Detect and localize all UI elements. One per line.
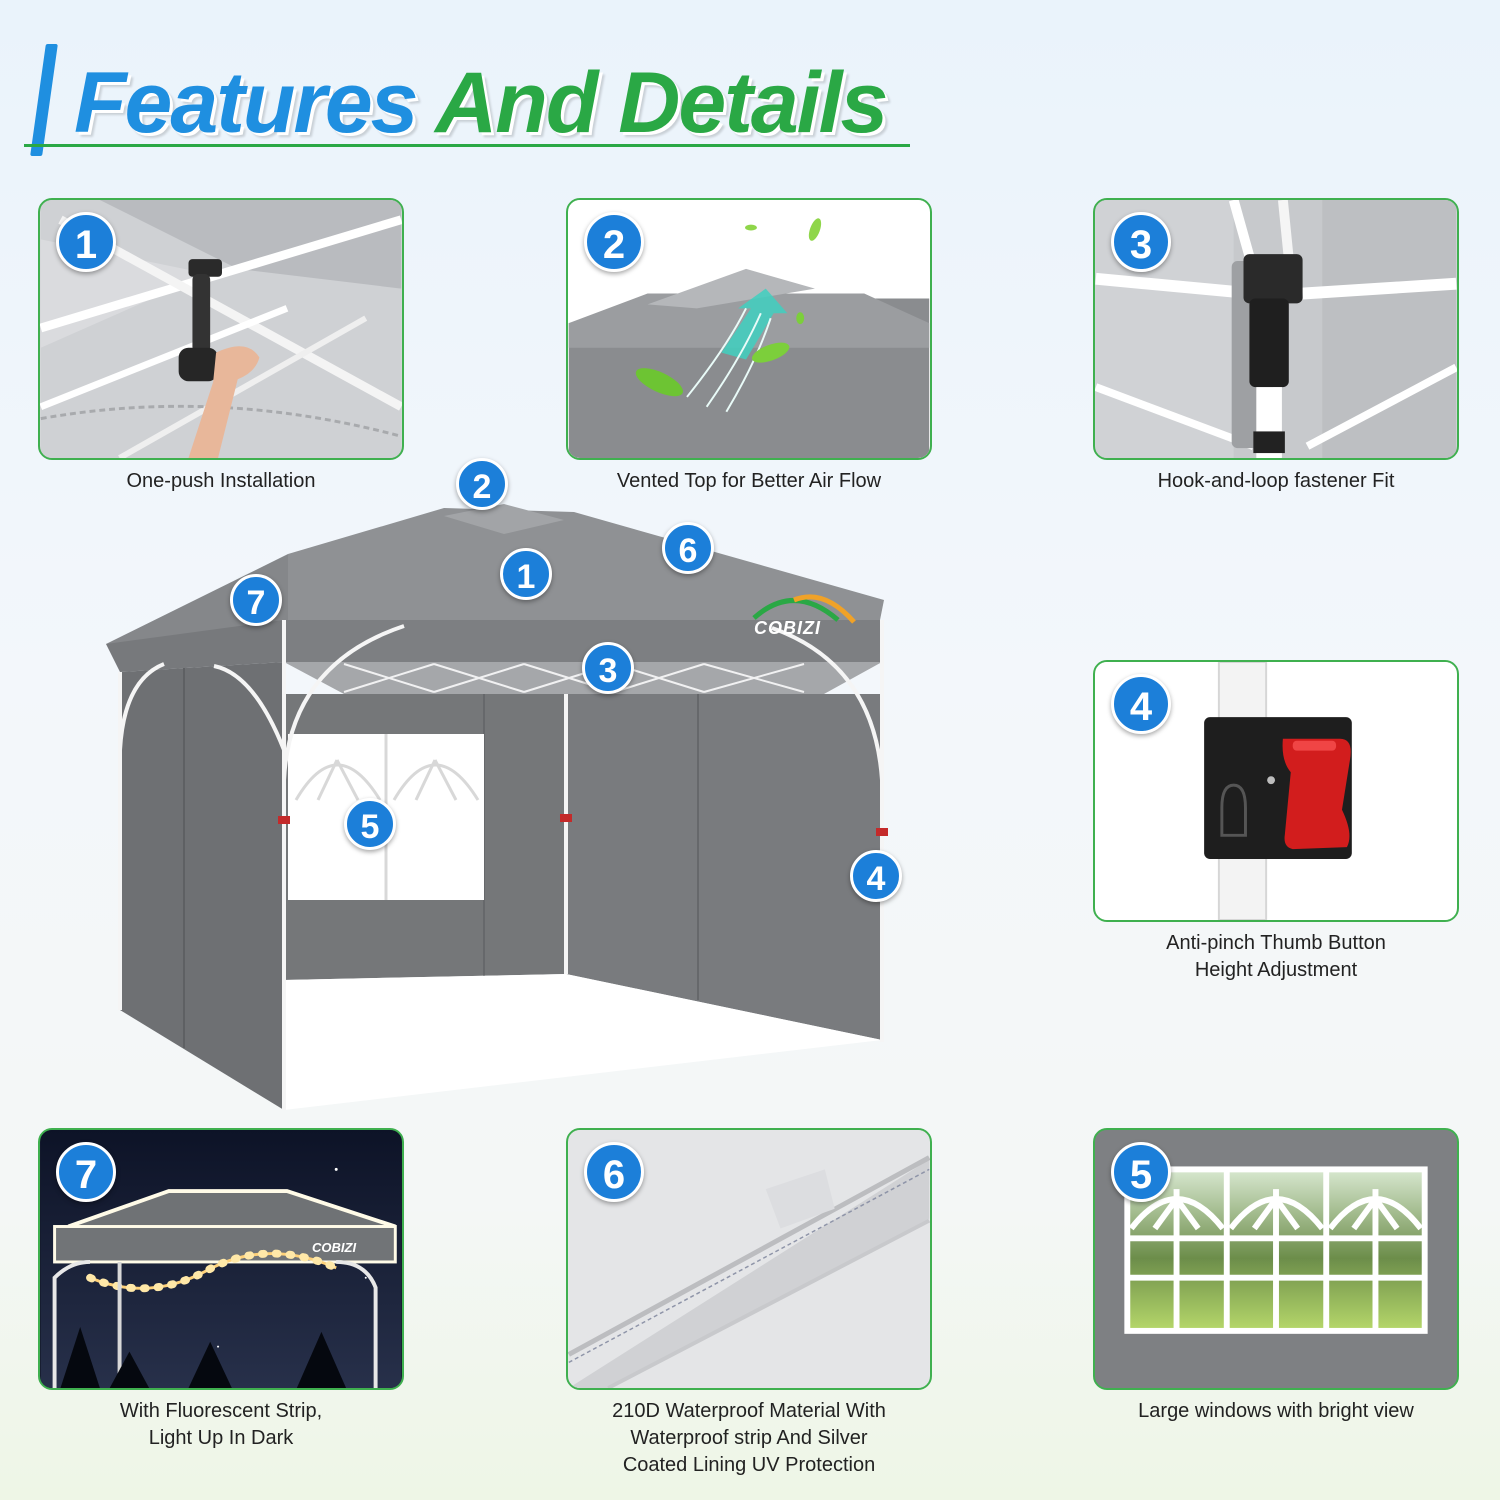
brand-logo: COBIZI: [754, 618, 821, 638]
caption-waterproof-material-line-3: Coated Lining UV Protection: [622, 1454, 876, 1476]
caption-fluorescent-strip-line-2: Light Up In Dark: [148, 1427, 294, 1449]
tent-marker-7: 7: [230, 574, 282, 626]
caption-waterproof-material-line-2: Waterproof strip And Silver: [630, 1427, 868, 1449]
caption-installation: One-push Installation: [126, 470, 316, 492]
feature-panel-thumb-button: 4: [1093, 660, 1459, 922]
badge-2: 2: [584, 212, 644, 272]
tent-drawing: [106, 504, 888, 1110]
caption-waterproof-material-line-1: 210D Waterproof Material With: [612, 1400, 886, 1422]
caption-thumb-button-line-2: Height Adjustment: [1194, 959, 1358, 981]
caption-hook-and-loop: Hook-and-loop fastener Fit: [1157, 470, 1395, 492]
caption-waterproof-material: 210D Waterproof Material With Waterproof…: [539, 1398, 959, 1479]
title-underline: [24, 144, 910, 147]
badge-1: 1: [56, 212, 116, 272]
tent-marker-3: 3: [582, 642, 634, 694]
waterproof-material-image: [568, 1130, 930, 1388]
badge-4: 4: [1111, 674, 1171, 734]
tent-marker-5: 5: [344, 798, 396, 850]
tent-marker-2: 2: [456, 458, 508, 510]
feature-panel-waterproof-material: 6: [566, 1128, 932, 1390]
vented-top-image: [568, 200, 930, 458]
feature-panel-installation: 1: [38, 198, 404, 460]
caption-fluorescent-strip: With Fluorescent Strip, Light Up In Dark: [11, 1398, 431, 1452]
fluorescent-strip-image: [40, 1130, 402, 1388]
badge-7: 7: [56, 1142, 116, 1202]
badge-3: 3: [1111, 212, 1171, 272]
title-part-2: And Details: [435, 55, 888, 151]
page-title: Features And Details: [24, 40, 914, 160]
caption-thumb-button: Anti-pinch Thumb Button Height Adjustmen…: [1066, 930, 1486, 984]
title-accent-bar: [30, 44, 58, 156]
tent-marker-1: 1: [500, 548, 552, 600]
caption-vented-top: Vented Top for Better Air Flow: [616, 470, 882, 492]
feature-panel-large-windows: 5: [1093, 1128, 1459, 1390]
feature-panel-vented-top: 2: [566, 198, 932, 460]
caption-fluorescent-strip-line-1: With Fluorescent Strip,: [119, 1400, 323, 1422]
caption-thumb-button-line-1: Anti-pinch Thumb Button: [1166, 932, 1386, 954]
title-part-1: Features: [74, 55, 436, 151]
tent-marker-4: 4: [850, 850, 902, 902]
badge-5: 5: [1111, 1142, 1171, 1202]
tent-marker-6: 6: [662, 522, 714, 574]
feature-panel-fluorescent-strip: COBIZI 7: [38, 1128, 404, 1390]
installation-image: [40, 200, 402, 458]
feature-panel-hook-and-loop: 3: [1093, 198, 1459, 460]
tent-illustration: COBIZI 2 6 7 1 3 5 4: [104, 450, 916, 1118]
title-text: Features And Details: [74, 54, 888, 153]
badge-6: 6: [584, 1142, 644, 1202]
brand-logo-small: COBIZI: [312, 1240, 357, 1255]
caption-large-windows: Large windows with bright view: [1138, 1400, 1414, 1422]
